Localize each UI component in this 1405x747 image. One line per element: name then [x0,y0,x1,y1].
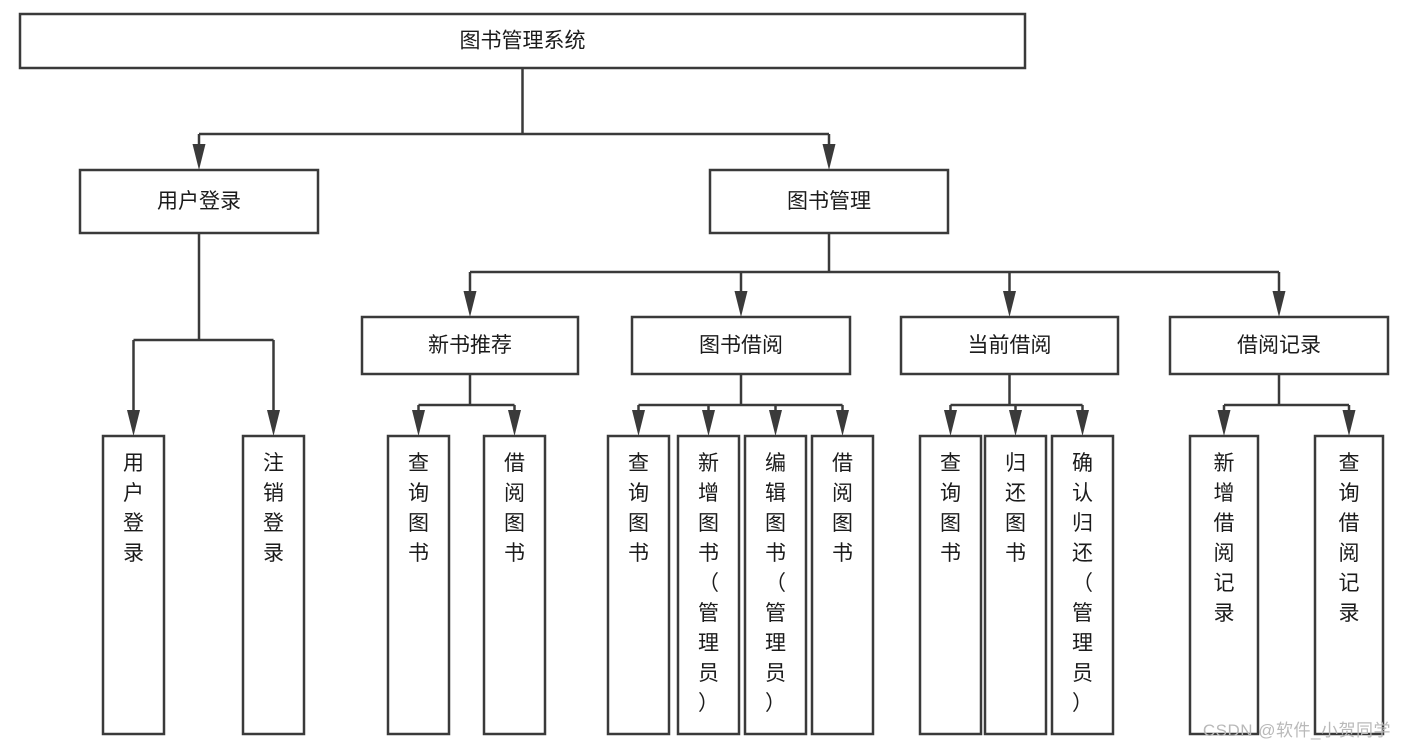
node-leaf-query-record[interactable]: 查询借阅记录 [1313,434,1385,736]
arrow-head-icon [463,291,477,317]
node-borrow-record[interactable]: 借阅记录 [1168,315,1390,376]
arrow-head-icon [632,410,645,436]
node-box-book-manage [708,168,950,235]
arrow-head-icon [192,144,206,170]
arrow-head-icon [127,410,140,436]
arrow-head-icon [822,144,836,170]
node-box-borrow-record [1168,315,1390,376]
node-box-leaf-query-book-3 [918,434,983,736]
arrow-head-icon [944,410,957,436]
node-leaf-add-book[interactable]: 新增图书（管理员） [676,434,741,736]
node-leaf-logout[interactable]: 注销登录 [241,434,306,736]
arrow-head-icon [1342,410,1356,436]
node-box-user-login [78,168,320,235]
connector-edge-record-to-leaves [1217,374,1356,436]
node-leaf-user-login[interactable]: 用户登录 [101,434,166,736]
node-box-leaf-query-book-2 [606,434,671,736]
node-box-leaf-edit-book [743,434,808,736]
connector-edge-current-to-leaves [944,374,1089,436]
node-user-login[interactable]: 用户登录 [78,168,320,235]
node-current-borrow[interactable]: 当前借阅 [899,315,1120,376]
node-leaf-borrow-book-2[interactable]: 借阅图书 [810,434,875,736]
node-label-leaf-query-book-3: 查询图书 [940,452,961,565]
node-box-leaf-logout [241,434,306,736]
node-label-root: 图书管理系统 [460,30,586,53]
node-box-leaf-add-book [676,434,741,736]
node-label-borrow-record: 借阅记录 [1237,334,1321,357]
node-label-leaf-user-login: 用户登录 [123,452,144,565]
arrow-head-icon [508,410,521,436]
connector-edge-borrow-to-leaves [632,374,849,436]
node-label-book-manage: 图书管理 [787,190,871,213]
connector-edge-recommend-to-leaves [412,374,521,436]
node-label-leaf-query-record: 查询借阅记录 [1339,452,1360,625]
node-label-new-book-recommend: 新书推荐 [428,334,512,357]
connectors-layer [127,68,1356,436]
node-label-leaf-logout: 注销登录 [263,452,284,565]
node-label-leaf-query-book-2: 查询图书 [628,452,649,565]
node-box-root [18,12,1027,70]
node-leaf-query-book-2[interactable]: 查询图书 [606,434,671,736]
node-box-current-borrow [899,315,1120,376]
node-label-current-borrow: 当前借阅 [968,334,1052,357]
node-leaf-query-book-1[interactable]: 查询图书 [386,434,451,736]
arrow-head-icon [412,410,425,436]
node-leaf-query-book-3[interactable]: 查询图书 [918,434,983,736]
node-label-leaf-confirm-return: 确认归还（管理员） [1072,452,1093,715]
node-book-manage[interactable]: 图书管理 [708,168,950,235]
node-root[interactable]: 图书管理系统 [18,12,1027,70]
node-label-leaf-add-book: 新增图书（管理员） [698,452,719,715]
nodes-layer: 图书管理系统用户登录图书管理新书推荐图书借阅当前借阅借阅记录用户登录注销登录查询… [18,12,1390,736]
arrow-head-icon [1217,410,1231,436]
node-leaf-return-book[interactable]: 归还图书 [983,434,1048,736]
node-box-book-borrow [630,315,852,376]
arrow-head-icon [702,410,715,436]
arrow-head-icon [836,410,849,436]
node-leaf-add-record[interactable]: 新增借阅记录 [1188,434,1260,736]
connector-edge-book-manage-to-level3 [463,233,1286,317]
node-box-leaf-confirm-return [1050,434,1115,736]
node-box-leaf-query-record [1313,434,1385,736]
node-leaf-borrow-book-1[interactable]: 借阅图书 [482,434,547,736]
node-leaf-edit-book[interactable]: 编辑图书（管理员） [743,434,808,736]
node-label-leaf-edit-book: 编辑图书（管理员） [765,452,786,715]
node-label-leaf-borrow-book-1: 借阅图书 [504,452,525,565]
arrow-head-icon [1009,410,1022,436]
node-label-leaf-return-book: 归还图书 [1005,452,1026,565]
node-label-leaf-query-book-1: 查询图书 [408,452,429,565]
node-label-book-borrow: 图书借阅 [699,334,783,357]
node-label-leaf-add-record: 新增借阅记录 [1214,452,1235,625]
node-leaf-confirm-return[interactable]: 确认归还（管理员） [1050,434,1115,736]
connector-edge-root-to-level2 [192,68,836,170]
connector-edge-user-login-to-leaves [127,233,280,436]
node-box-new-book-recommend [360,315,580,376]
node-label-user-login: 用户登录 [157,190,241,213]
arrow-head-icon [1272,291,1286,317]
arrow-head-icon [267,410,280,436]
arrow-head-icon [734,291,748,317]
arrow-head-icon [769,410,782,436]
node-new-book-recommend[interactable]: 新书推荐 [360,315,580,376]
arrow-head-icon [1076,410,1089,436]
node-book-borrow[interactable]: 图书借阅 [630,315,852,376]
node-box-leaf-return-book [983,434,1048,736]
arrow-head-icon [1003,291,1016,317]
node-box-leaf-user-login [101,434,166,736]
node-box-leaf-add-record [1188,434,1260,736]
node-box-leaf-borrow-book-2 [810,434,875,736]
node-box-leaf-query-book-1 [386,434,451,736]
node-box-leaf-borrow-book-1 [482,434,547,736]
node-label-leaf-borrow-book-2: 借阅图书 [832,452,853,565]
